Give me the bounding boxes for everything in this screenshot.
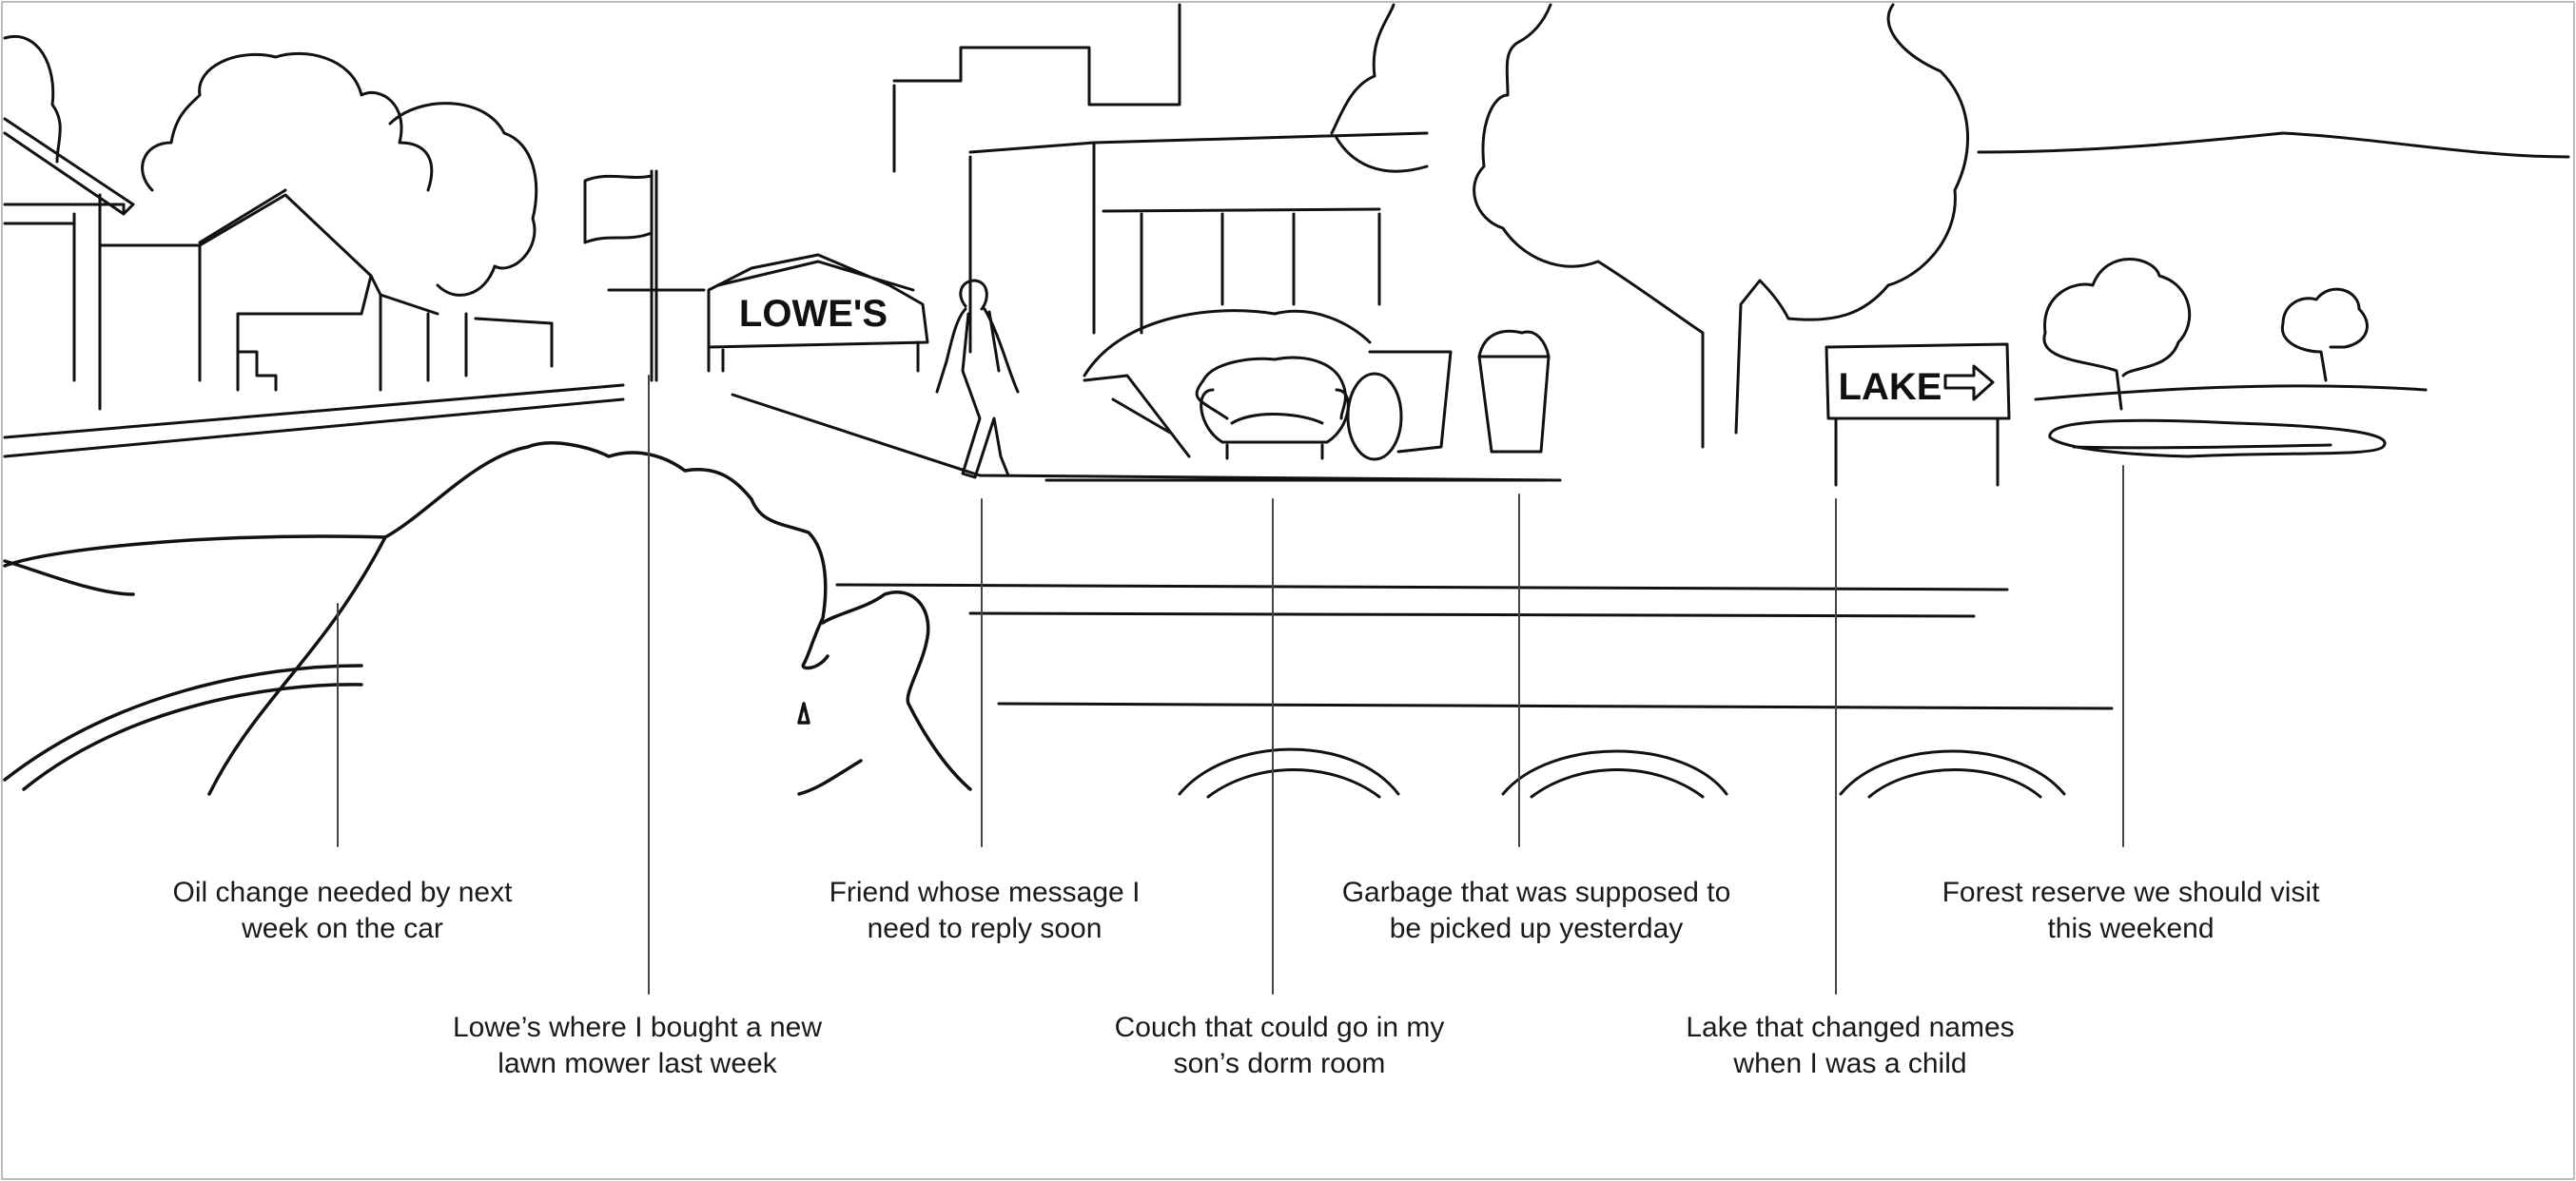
trees-left: [3, 35, 538, 297]
callout-couch: Couch that could go in my son’s dorm roo…: [1114, 1012, 1445, 1079]
road-lines: [3, 383, 2114, 710]
callout-leaders: [337, 375, 2124, 995]
callout-lake: Lake that changed names when I was a chi…: [1686, 1012, 2015, 1079]
lake-sign: [1825, 342, 2011, 487]
callout-friend: Friend whose message I need to reply soo…: [829, 877, 1141, 944]
lake-sign-text: LAKE: [1839, 366, 1942, 408]
hills-lake: [1977, 131, 2570, 458]
callout-forest: Forest reserve we should visit this week…: [1942, 877, 2320, 944]
lowes-store: [607, 253, 929, 373]
lowes-sign-text: LOWE'S: [739, 293, 888, 335]
flagpole: [583, 169, 658, 382]
bush: [1083, 309, 1372, 378]
callout-lowes: Lowe’s where I bought a new lawn mower l…: [452, 1012, 823, 1079]
callout-garbage: Garbage that was supposed to be picked u…: [1341, 877, 1731, 944]
big-tree: [1330, 3, 1969, 449]
buildings: [892, 3, 1429, 354]
dashboard-arches: [1178, 747, 2066, 799]
hand-steering-wheel: [3, 441, 972, 796]
houses-left: [3, 117, 554, 411]
couch: [1195, 356, 1350, 460]
callout-oil-change: Oil change needed by next week on the ca…: [172, 877, 513, 944]
garbage-cans: [1346, 329, 1551, 461]
person-walking: [935, 279, 1020, 479]
